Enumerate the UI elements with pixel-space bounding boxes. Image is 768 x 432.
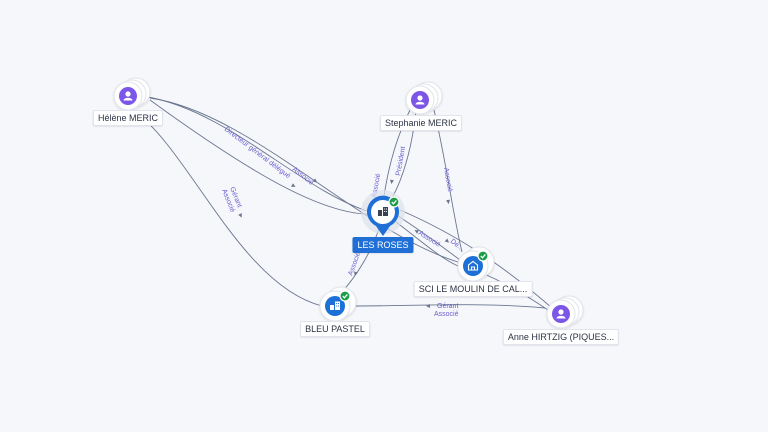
building-icon [467,260,479,271]
arrow-marker [291,183,296,187]
arrow-marker [444,238,450,243]
edge-les-roses-sci-a[interactable] [397,215,461,261]
edge-label: Président [395,146,407,176]
edge-label: Associé [417,230,442,249]
verified-badge-icon [339,290,351,302]
edges [132,96,553,311]
node-label-anne-hirtzig[interactable]: Anne HIRTZIG (PIQUES... [502,329,620,345]
edge-label: Dé... [449,238,465,253]
node-helene-meric[interactable] [113,77,151,111]
edge-label: Associé [434,311,459,318]
edge-les-roses-sci-b[interactable] [395,221,459,267]
node-label-les-roses[interactable]: LES ROSES [352,237,414,253]
node-label-helene-meric[interactable]: Hélène MERIC [92,110,164,126]
edge-label: Associé [371,173,382,198]
arrow-marker [390,179,394,184]
arrow-marker [354,271,358,276]
person-icon [556,309,566,319]
arrow-marker [446,199,450,204]
verified-badge-icon [477,250,489,262]
person-icon [123,91,133,101]
node-stephanie-meric[interactable] [405,81,443,115]
edge-helene-sci[interactable] [149,97,459,263]
edge-helene-les-roses-b[interactable] [149,99,379,215]
verified-badge-icon [388,196,400,208]
edge-anne-bleu[interactable] [351,304,546,309]
edge-helene-les-roses[interactable] [147,96,371,213]
node-label-stephanie-meric[interactable]: Stephanie MERIC [379,115,463,131]
building-icon [378,207,388,216]
node-bleu-pastel[interactable] [319,286,357,322]
arrow-marker [312,178,318,183]
arrow-marker [238,213,242,218]
edge-label: Associé [442,167,453,192]
arrow-marker [426,304,430,308]
edge-helene-bleu[interactable] [132,109,323,307]
edge-label: Associé [291,166,315,187]
node-label-bleu-pastel[interactable]: BLEU PASTEL [300,321,370,337]
node-anne-hirtzig[interactable] [546,295,584,329]
edge-label: Gérant [437,303,458,310]
node-sci-le-moulin[interactable] [457,246,495,282]
node-label-sci-le-moulin[interactable]: SCI LE MOULIN DE CAL... [413,281,533,297]
edge-label: Associé [347,251,362,277]
arrow-marker [414,230,419,234]
person-icon [415,95,425,105]
building-icon [330,301,340,310]
node-les-roses[interactable] [361,190,405,236]
